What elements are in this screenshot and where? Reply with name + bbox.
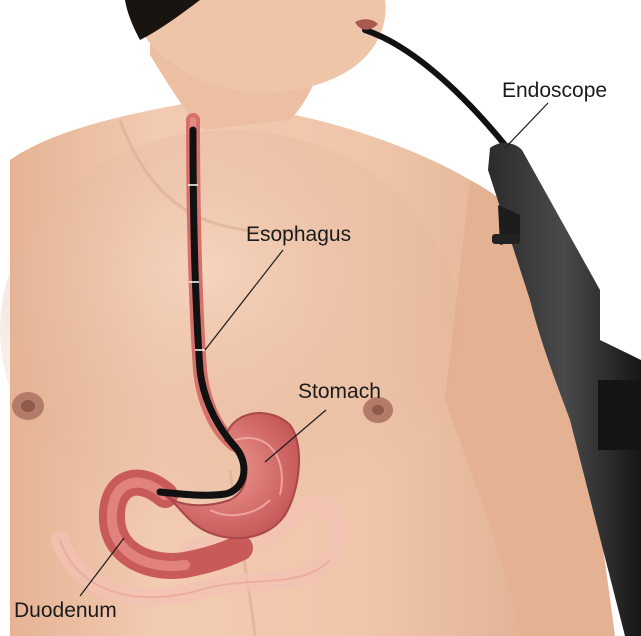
endoscope-leader <box>505 103 548 148</box>
duodenum-label: Duodenum <box>14 600 117 621</box>
esophagus-label: Esophagus <box>246 224 351 245</box>
endoscope-label: Endoscope <box>502 80 607 101</box>
stomach-label: Stomach <box>298 381 381 402</box>
endoscope-tube-external <box>365 30 505 145</box>
